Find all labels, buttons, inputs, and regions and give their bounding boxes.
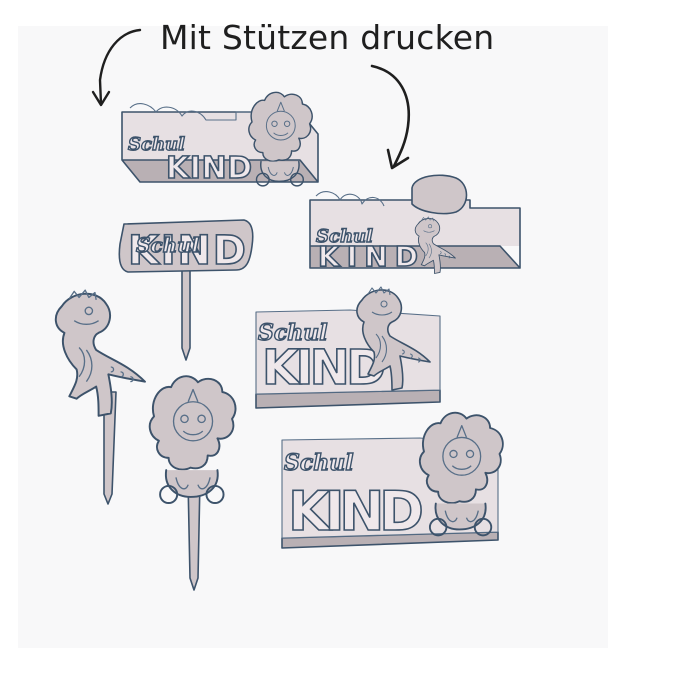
model-6-block-label: KIND xyxy=(262,340,386,396)
model-7-block-label: KIND xyxy=(288,480,424,543)
model-6-script-label: Schul xyxy=(258,320,328,346)
print-supports-caption: Mit Stützen drucken xyxy=(160,18,495,57)
model-schul-kind-dino-stand: Schul KIND xyxy=(255,286,441,409)
model-1-script-label: Schul xyxy=(128,134,185,155)
curved-arrow-left-icon xyxy=(91,28,142,107)
curved-arrow-right-icon xyxy=(370,64,411,170)
model-7-script-label: Schul xyxy=(284,450,354,476)
model-schul-kind-trike-stand: Schul KIND xyxy=(281,411,504,549)
model-2-script-label: Schul xyxy=(316,226,373,247)
model-2-block-label: KIND xyxy=(318,240,418,273)
model-schul-kind-topper: KIND Schul xyxy=(118,219,254,361)
model-3-block-label: KIND xyxy=(128,228,246,274)
model-schul-kind-dino-flat: Schul KIND xyxy=(309,174,521,274)
model-triceratops-topper xyxy=(148,375,237,591)
model-3-script-label: Schul xyxy=(136,233,200,257)
model-1-block-label: KIND xyxy=(166,151,252,186)
model-schul-kind-trike-flat: Schul KIND xyxy=(121,91,319,187)
model-dino-topper xyxy=(54,289,146,505)
